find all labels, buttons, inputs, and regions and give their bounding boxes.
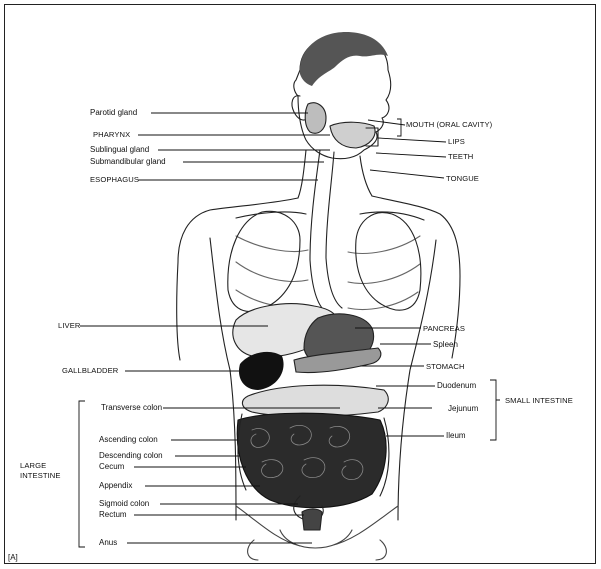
label-large-intestine-line1: LARGE — [20, 461, 46, 471]
small-intestine-bracket — [490, 380, 500, 440]
hair — [300, 32, 388, 86]
label-pancreas: PANCREAS — [423, 324, 465, 334]
label-cecum: Cecum — [99, 462, 124, 472]
right-lung — [356, 213, 421, 311]
label-small-intestine: SMALL INTESTINE — [505, 396, 573, 406]
esophagus — [310, 150, 342, 312]
label-esophagus: ESOPHAGUS — [90, 175, 139, 185]
label-mouth: MOUTH (ORAL CAVITY) — [406, 120, 492, 130]
rectum — [302, 509, 322, 530]
neck — [298, 150, 372, 198]
label-descending-colon: Descending colon — [99, 451, 163, 461]
parotid-gland — [305, 103, 326, 133]
label-gallbladder: GALLBLADDER — [62, 366, 118, 376]
label-sublingual-gland: Sublingual gland — [90, 145, 149, 155]
oral-cavity — [330, 122, 375, 148]
label-ascending-colon: Ascending colon — [99, 435, 158, 445]
label-pharynx: PHARYNX — [93, 130, 130, 140]
left-lung — [228, 211, 300, 311]
label-appendix: Appendix — [99, 481, 132, 491]
transverse-colon — [242, 385, 388, 416]
small-intestine — [237, 413, 386, 507]
label-liver: LIVER — [58, 321, 80, 331]
label-spleen: Spleen — [433, 340, 458, 350]
panel-label: [A] — [8, 553, 18, 563]
label-large-intestine-line2: INTESTINE — [20, 471, 61, 481]
label-sigmoid-colon: Sigmoid colon — [99, 499, 149, 509]
label-lips: LIPS — [448, 137, 465, 147]
label-submandibular-gland: Submandibular gland — [90, 157, 166, 167]
label-anus: Anus — [99, 538, 117, 548]
label-transverse-colon: Transverse colon — [101, 403, 162, 413]
label-jejunum: Jejunum — [448, 404, 478, 414]
large-intestine-bracket — [79, 401, 85, 547]
label-stomach: STOMACH — [426, 362, 465, 372]
label-rectum: Rectum — [99, 510, 127, 520]
label-duodenum: Duodenum — [437, 381, 476, 391]
label-teeth: TEETH — [448, 152, 473, 162]
label-parotid-gland: Parotid gland — [90, 108, 137, 118]
label-tongue: TONGUE — [446, 174, 479, 184]
label-ileum: Ileum — [446, 431, 466, 441]
